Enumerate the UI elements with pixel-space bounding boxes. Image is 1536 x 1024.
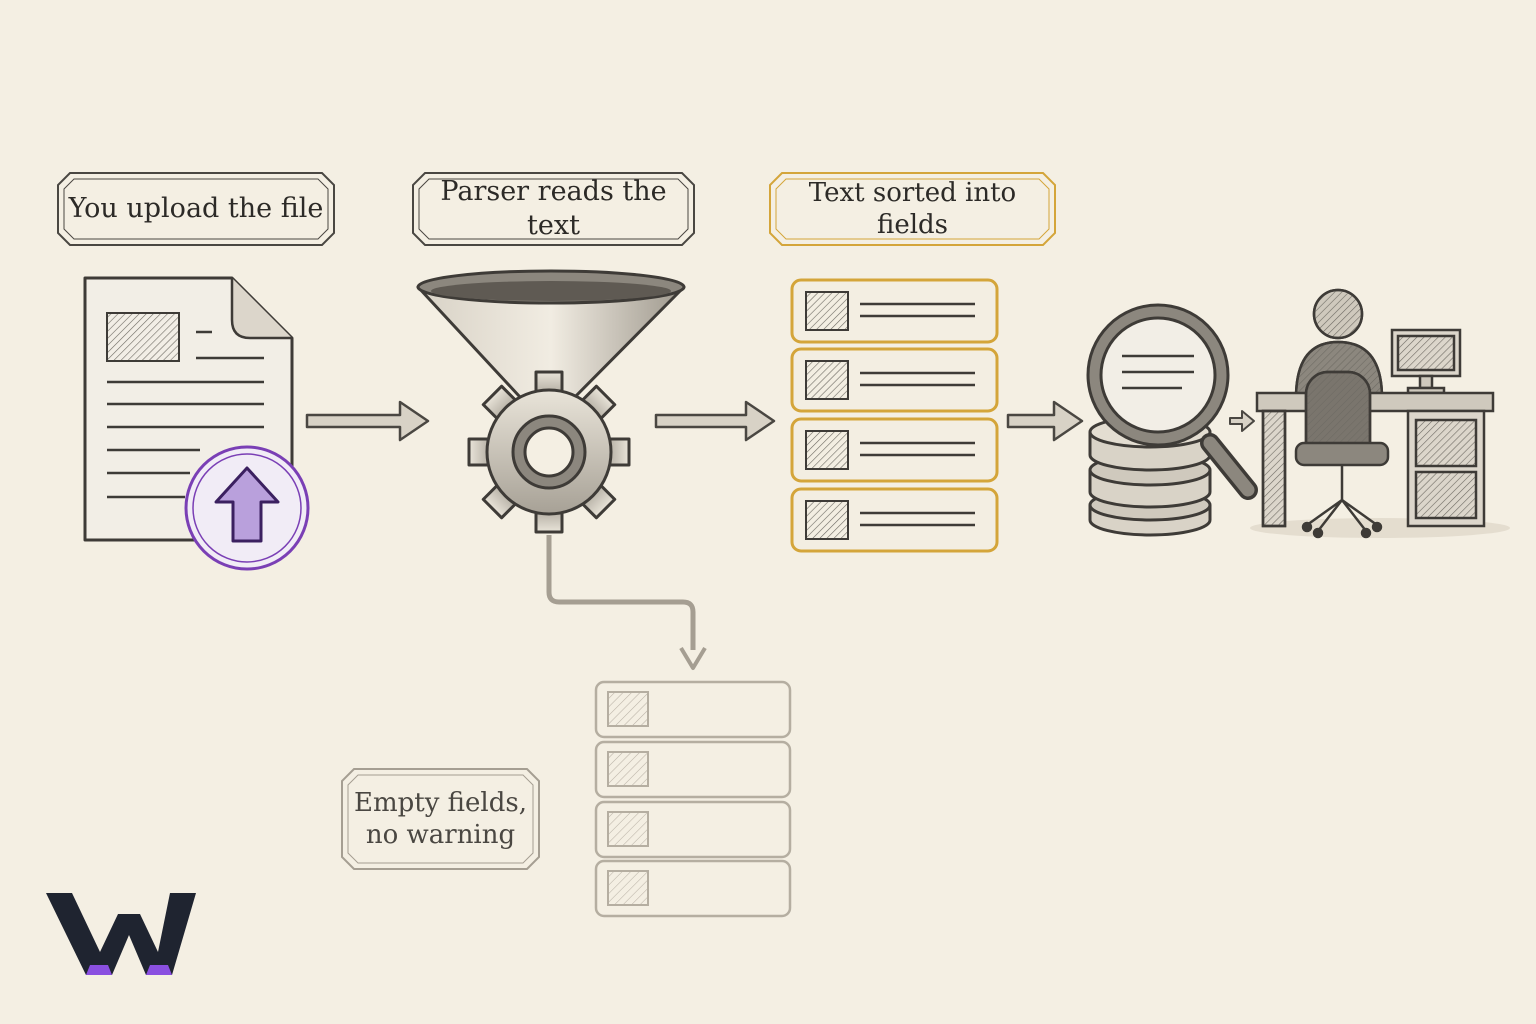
label-frame-upload <box>57 172 335 246</box>
flow-arrow-2 <box>654 400 776 442</box>
failure-label: Empty fields, no warning <box>342 769 539 869</box>
logo-w-icon <box>46 893 196 975</box>
sorted-field-1 <box>790 278 999 344</box>
empty-field-2 <box>594 740 792 799</box>
sorted-field-3 <box>790 417 999 483</box>
failure-label-line-2: no warning <box>365 820 516 850</box>
sorted-field-2 <box>790 347 999 413</box>
magnifier-icon <box>1086 303 1258 500</box>
flow-arrow-3 <box>1006 400 1084 442</box>
flow-arrow-4 <box>1229 410 1255 432</box>
sorted-field-4 <box>790 487 999 553</box>
empty-field-1 <box>594 680 792 739</box>
upload-arrow-icon <box>184 445 310 571</box>
step-label-sorted: Text sorted into fields <box>808 177 1017 241</box>
recruiter-at-desk-icon <box>1250 288 1510 539</box>
label-frame-parser <box>412 172 695 246</box>
sorted-fields-stack <box>790 278 999 553</box>
flow-arrow-1 <box>305 400 430 442</box>
label-frame-empty <box>341 768 540 870</box>
label-frame-sorted <box>769 172 1056 246</box>
step-label-upload: You upload the file <box>68 193 324 225</box>
gear-icon <box>467 370 631 534</box>
failure-label-line-1: Empty fields, <box>354 787 527 818</box>
funnel-icon <box>416 269 686 412</box>
empty-field-4 <box>594 859 792 918</box>
failure-connector <box>546 535 707 670</box>
step-label-parser: Parser reads the text <box>440 176 667 241</box>
empty-fields-stack <box>594 680 792 918</box>
empty-field-3 <box>594 800 792 859</box>
